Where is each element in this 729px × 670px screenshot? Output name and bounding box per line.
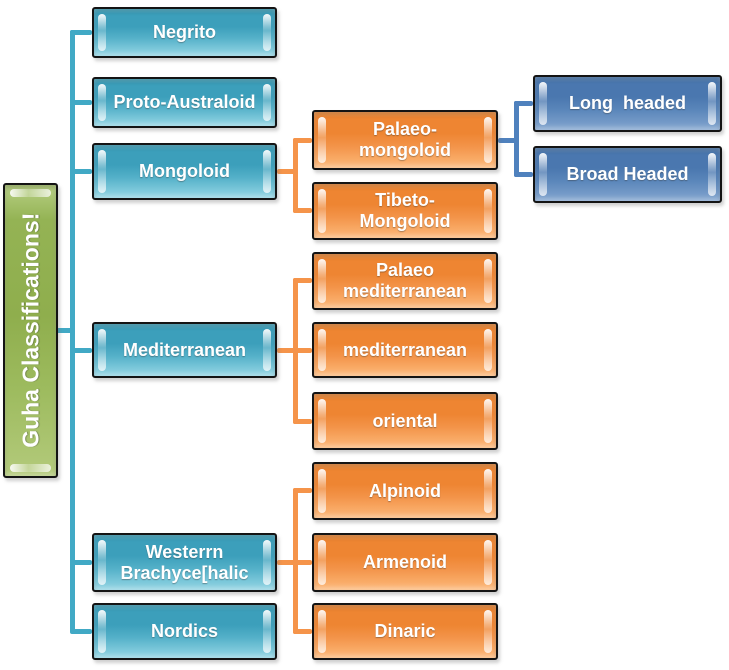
node-alpinoid: Alpinoid xyxy=(312,462,498,520)
node-root-label: Guha Classifications! xyxy=(17,212,44,449)
node-dinaric: Dinaric xyxy=(312,603,498,660)
connector-root-nordics xyxy=(70,629,92,634)
node-westerrn-brachycephalic: Westerrn Brachyce[halic xyxy=(92,533,277,592)
node-mediterranean-sub: mediterranean xyxy=(312,322,498,378)
connector-mongoloid-palaeo-mongoloid xyxy=(293,138,312,143)
connector-mediterranean-palaeo-mediterranean xyxy=(293,278,312,283)
connector-westerrn-dinaric xyxy=(293,629,312,634)
node-root-guha-classifications: Guha Classifications! xyxy=(3,183,58,478)
connector-westerrn-vertical xyxy=(293,488,298,634)
connector-palaeo-mongoloid-broad-headed xyxy=(514,172,533,177)
node-armenoid-label: Armenoid xyxy=(362,552,447,573)
connector-root-mongoloid xyxy=(70,169,92,174)
node-alpinoid-label: Alpinoid xyxy=(369,480,441,501)
node-nordics-label: Nordics xyxy=(150,621,219,642)
node-armenoid: Armenoid xyxy=(312,533,498,592)
connector-mediterranean-oriental xyxy=(293,419,312,424)
node-proto-australoid-label: Proto-Australoid xyxy=(113,92,256,113)
connector-palaeo-mongoloid-long-headed xyxy=(514,101,533,106)
node-tibeto-mongoloid-label: Tibeto-Mongoloid xyxy=(359,190,451,231)
node-proto-australoid: Proto-Australoid xyxy=(92,77,277,128)
node-palaeo-mongoloid: Palaeo- mongoloid xyxy=(312,110,498,170)
connector-mongoloid-vertical xyxy=(293,138,298,213)
node-negrito-label: Negrito xyxy=(153,22,216,43)
node-palaeo-mediterranean-label: Palaeo mediterranean xyxy=(342,260,468,301)
connector-root-negrito xyxy=(70,30,92,35)
connector-root-trunk xyxy=(70,30,75,633)
connector-palaeo-mongoloid-stub xyxy=(498,138,516,143)
node-negrito: Negrito xyxy=(92,7,277,58)
connector-root-westerrn xyxy=(70,560,92,565)
connector-mediterranean-vertical xyxy=(293,278,298,424)
connector-mongoloid-tibeto-mongoloid xyxy=(293,208,312,213)
node-long-headed-label: Long headed xyxy=(569,93,686,114)
node-broad-headed: Broad Headed xyxy=(533,146,722,203)
node-palaeo-mediterranean: Palaeo mediterranean xyxy=(312,252,498,310)
node-tibeto-mongoloid: Tibeto-Mongoloid xyxy=(312,182,498,240)
node-mediterranean-sub-label: mediterranean xyxy=(342,339,468,360)
node-dinaric-label: Dinaric xyxy=(374,621,436,642)
node-westerrn-brachycephalic-label: Westerrn Brachyce[halic xyxy=(120,541,249,583)
connector-mongoloid-stub xyxy=(277,169,295,174)
node-long-headed: Long headed xyxy=(533,75,722,132)
connector-root-stub xyxy=(56,328,72,333)
node-mongoloid: Mongoloid xyxy=(92,143,277,200)
connector-westerrn-alpinoid xyxy=(293,488,312,493)
node-nordics: Nordics xyxy=(92,603,277,660)
node-mediterranean-label: Mediterranean xyxy=(122,339,247,360)
connector-root-mediterranean xyxy=(70,348,92,353)
node-mediterranean: Mediterranean xyxy=(92,322,277,378)
node-broad-headed-label: Broad Headed xyxy=(566,164,689,185)
connector-palaeo-mongoloid-vertical xyxy=(514,101,519,177)
node-mongoloid-label: Mongoloid xyxy=(139,161,230,182)
node-oriental: oriental xyxy=(312,392,498,450)
node-oriental-label: oriental xyxy=(372,410,438,431)
node-palaeo-mongoloid-label: Palaeo- mongoloid xyxy=(359,119,451,160)
connector-root-proto-australoid xyxy=(70,100,92,105)
